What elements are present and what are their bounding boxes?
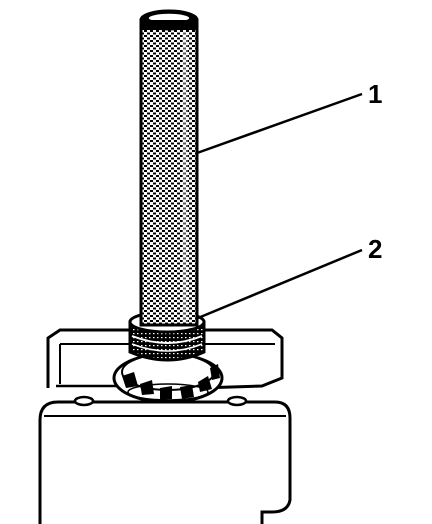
leader-line-1 bbox=[196, 92, 363, 155]
fixture-body bbox=[38, 395, 292, 524]
tool-shaft bbox=[139, 9, 199, 327]
callout-label-2: 2 bbox=[368, 234, 382, 264]
callout-label-1: 1 bbox=[368, 79, 382, 109]
leader-line-2 bbox=[197, 248, 363, 320]
bearing bbox=[112, 352, 224, 404]
